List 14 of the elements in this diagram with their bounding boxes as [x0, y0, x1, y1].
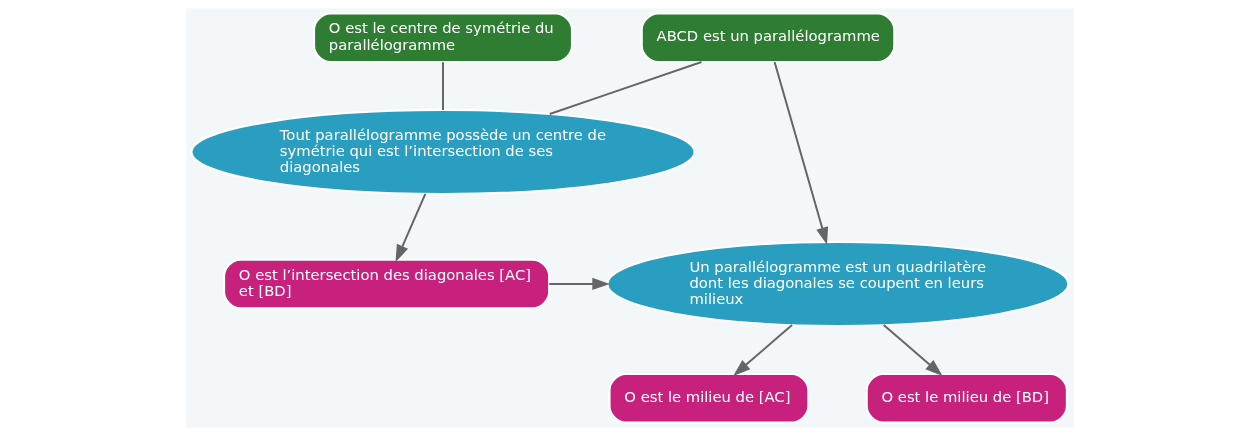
arrow — [773, 61, 829, 245]
node-ellipse: Un parallélogramme est un quadrilatère dont les diagonales se coupent en leurs milieux — [606, 241, 1070, 327]
node-box: O est l’intersection des diagonales [AC] et [BD] — [223, 258, 551, 310]
connector — [549, 61, 702, 115]
arrow — [549, 277, 610, 291]
arrow — [883, 324, 943, 376]
arrow — [733, 324, 793, 376]
node-box: O est le milieu de [BD] — [865, 373, 1068, 424]
arrow — [395, 193, 427, 263]
node-box: O est le milieu de [AC] — [608, 373, 810, 424]
connector — [442, 62, 445, 110]
node-box: ABCD est un parallélogramme — [640, 12, 896, 63]
node-box: O est le centre de symétrie du parallélogramme — [313, 12, 573, 63]
node-ellipse: Tout parallélogramme possède un centre de symétrie qui est l’intersection de ses diagonales — [190, 109, 696, 195]
